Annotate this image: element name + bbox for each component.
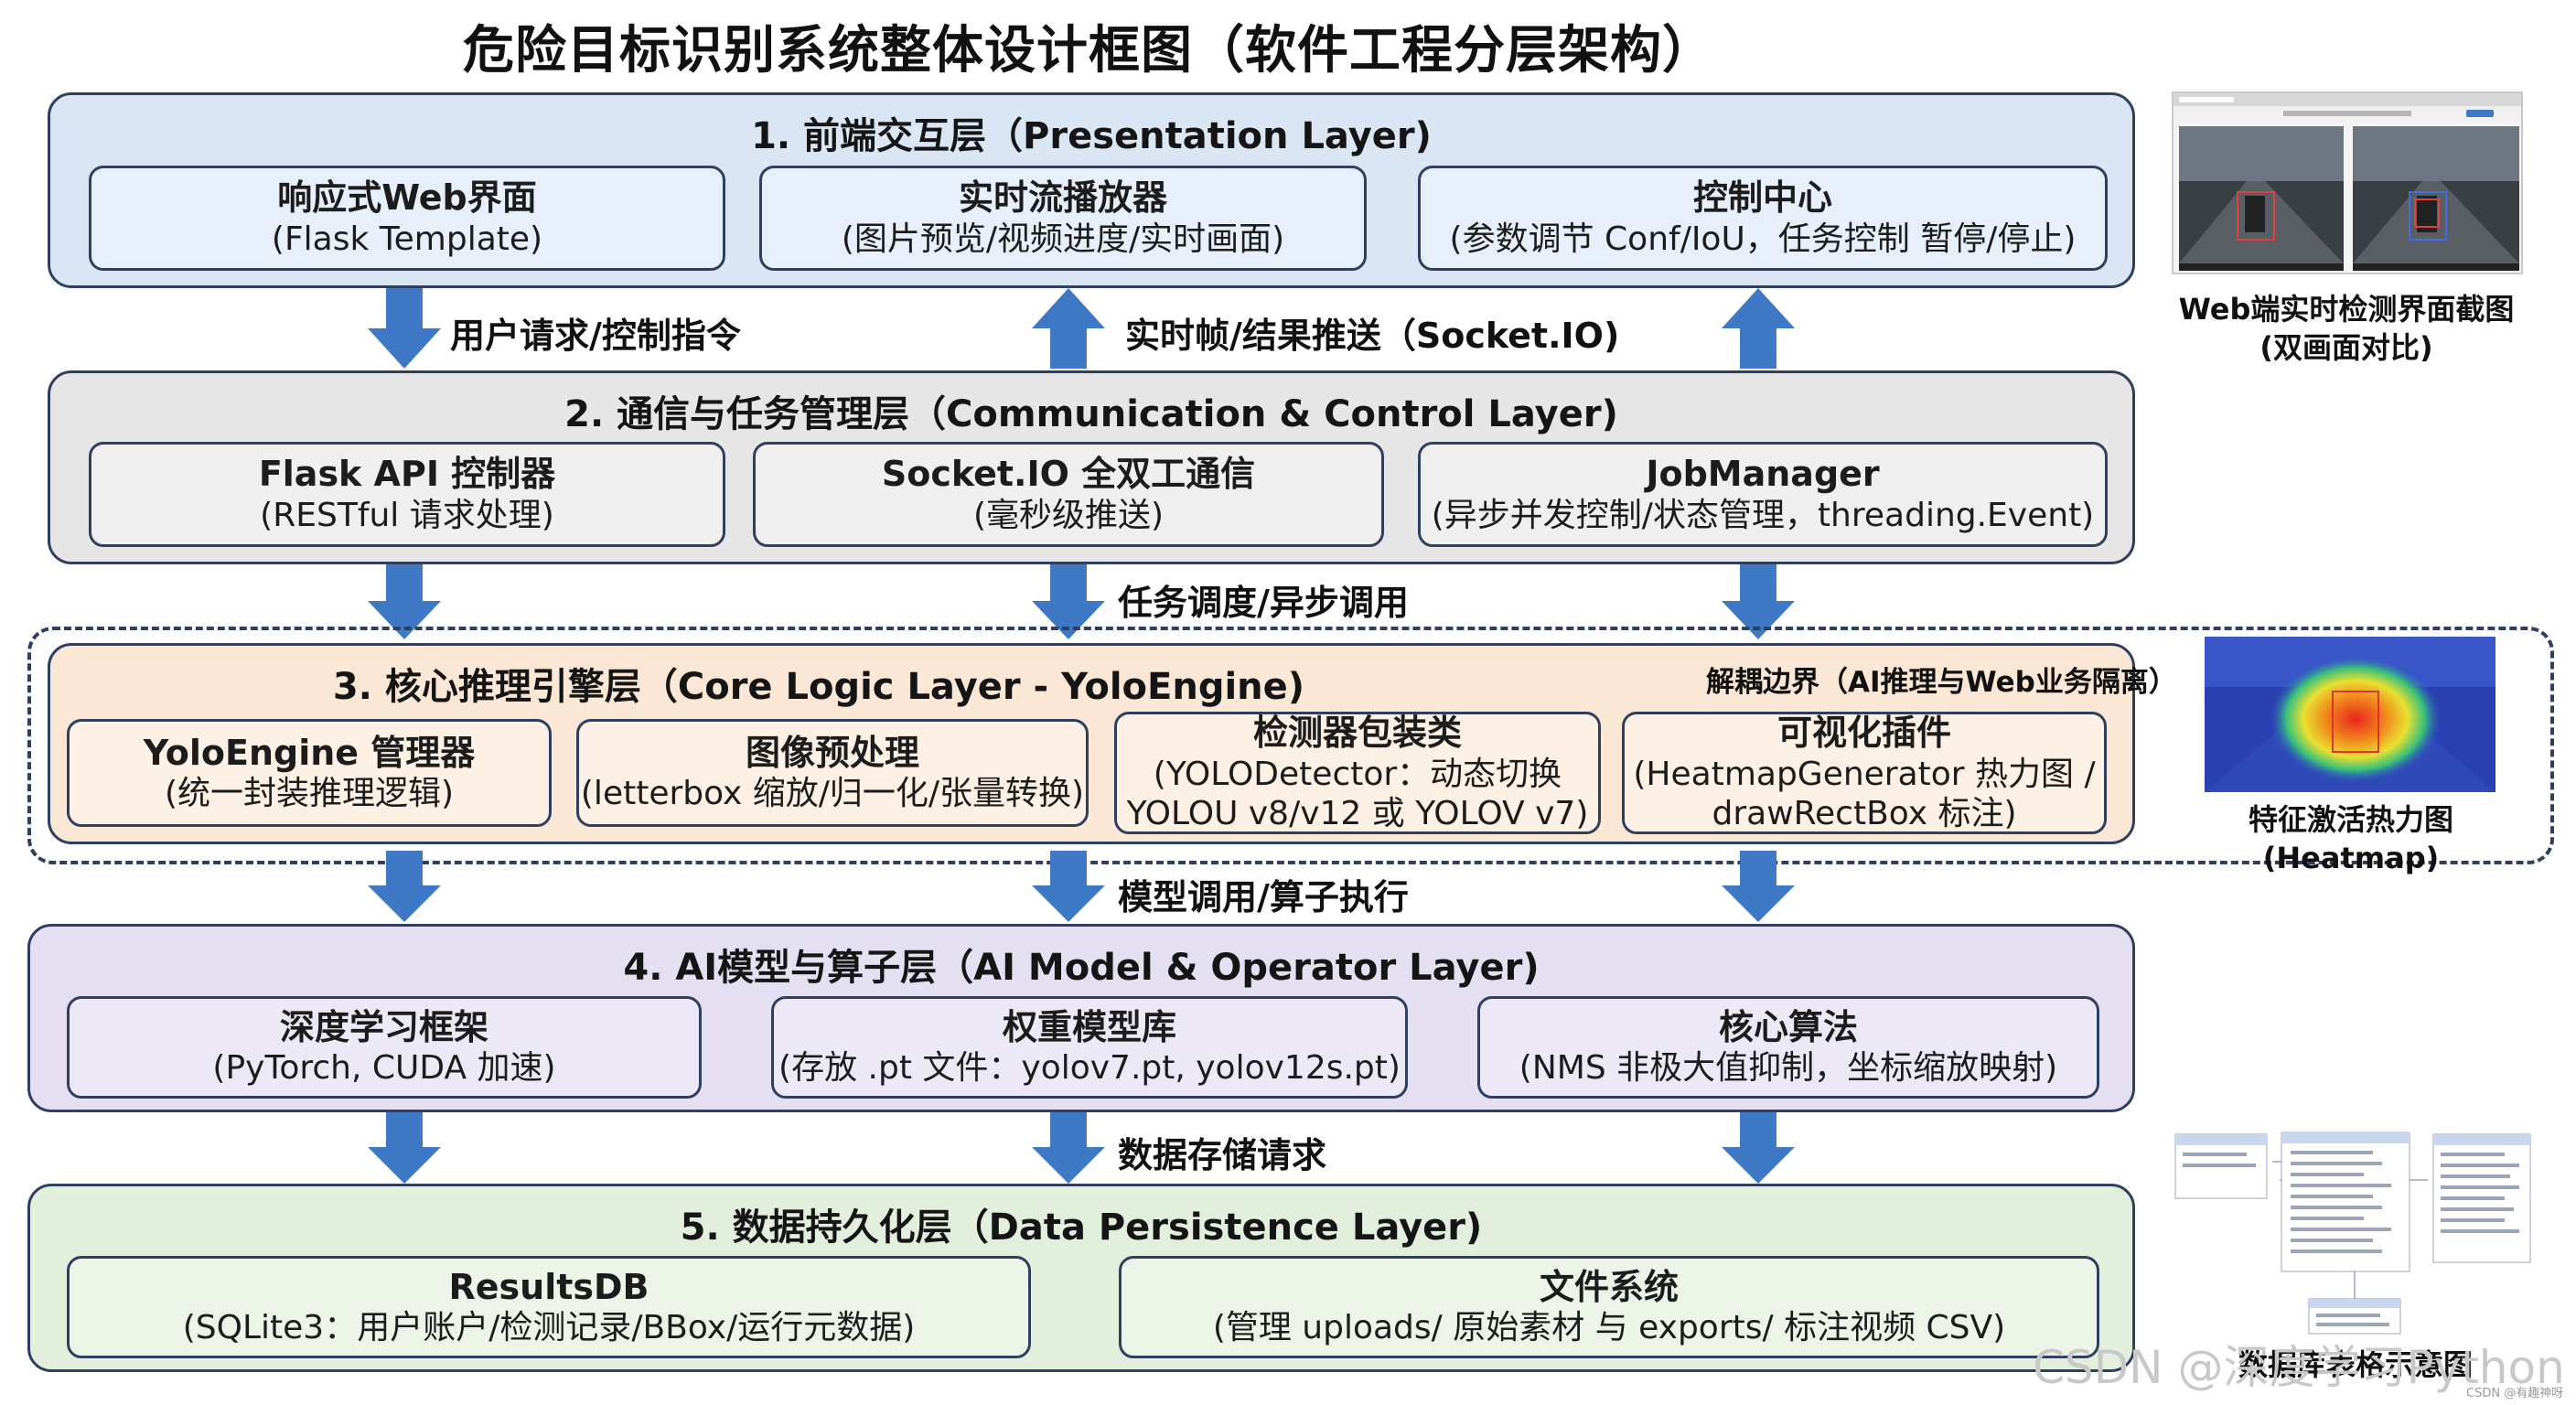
arrow-down-l4-l5-left — [366, 1112, 443, 1185]
box-subtitle: (图片预览/视频进度/实时画面) — [841, 220, 1285, 258]
box-yoloengine: YoloEngine 管理器 (统一封装推理逻辑) — [67, 719, 552, 827]
box-preprocessing: 图像预处理 (letterbox 缩放/归一化/张量转换) — [576, 719, 1089, 827]
caption-line-1: Web端实时检测界面截图 — [2178, 292, 2515, 327]
arrow-down-l3-l4-mid — [1030, 851, 1107, 924]
box-title: 权重模型库 — [1002, 1006, 1176, 1047]
box-resultsdb: ResultsDB (SQLite3：用户账户/检测记录/BBox/运行元数据) — [67, 1256, 1031, 1358]
layer-title: 2. 通信与任务管理层（Communication & Control Laye… — [564, 393, 1618, 435]
arrow-down-l1-l2-left — [366, 288, 443, 370]
box-stream-player: 实时流播放器 (图片预览/视频进度/实时画面) — [759, 166, 1367, 271]
box-title: 实时流播放器 — [958, 177, 1167, 219]
box-subtitle: (RESTful 请求处理) — [260, 496, 554, 534]
box-subtitle-2: YOLOU v8/v12 或 YOLOV v7) — [1126, 794, 1589, 832]
layer-presentation: 1. 前端交互层（Presentation Layer) 响应式Web界面 (F… — [48, 92, 2135, 288]
box-title: Flask API 控制器 — [258, 454, 556, 495]
arrow-down-l4-l5-mid — [1030, 1112, 1107, 1185]
box-subtitle: (存放 .pt 文件：yolov7.pt, yolov12s.pt) — [778, 1049, 1401, 1088]
box-title: 控制中心 — [1692, 177, 1832, 219]
db-schema-image — [2172, 1125, 2538, 1335]
arrow-label-user-request: 用户请求/控制指令 — [450, 316, 741, 356]
box-title: 文件系统 — [1539, 1266, 1679, 1307]
layer-title: 1. 前端交互层（Presentation Layer) — [751, 115, 1432, 157]
watermark-small: CSDN @有趣神呀 — [2466, 1387, 2564, 1400]
box-subtitle: (Flask Template) — [271, 220, 543, 258]
box-dl-framework: 深度学习框架 (PyTorch, CUDA 加速) — [67, 996, 702, 1099]
box-jobmanager: JobManager (异步并发控制/状态管理，threading.Event) — [1418, 442, 2108, 547]
box-subtitle: (异步并发控制/状态管理，threading.Event) — [1431, 496, 2095, 534]
caption-line-2: (Heatmap) — [2262, 840, 2440, 875]
caption-line-2: (双画面对比) — [2259, 329, 2433, 365]
box-flask-api: Flask API 控制器 (RESTful 请求处理) — [89, 442, 725, 547]
web-ui-screenshot — [2172, 91, 2523, 274]
box-subtitle: (SQLite3：用户账户/检测记录/BBox/运行元数据) — [182, 1309, 916, 1347]
heatmap-caption: 特征激活热力图 (Heatmap) — [2177, 801, 2525, 877]
layer-persistence: 5. 数据持久化层（Data Persistence Layer) Result… — [27, 1184, 2135, 1372]
arrow-label-realtime-push: 实时帧/结果推送（Socket.IO) — [1125, 316, 1620, 356]
arrow-down-l3-l4-left — [366, 851, 443, 924]
arrow-down-l2-l3-mid — [1030, 564, 1107, 641]
arrow-label-task-dispatch: 任务调度/异步调用 — [1118, 583, 1409, 623]
watermark: CSDN @深度学习Python — [2033, 1341, 2565, 1394]
box-subtitle: (参数调节 Conf/IoU，任务控制 暂停/停止) — [1449, 220, 2077, 258]
box-subtitle: (letterbox 缩放/归一化/张量转换) — [580, 775, 1085, 813]
db-schema-caption: 数据库表格示意图 — [2238, 1347, 2473, 1382]
decoupling-boundary — [27, 627, 2554, 864]
layer-core-logic: 3. 核心推理引擎层（Core Logic Layer - YoloEngine… — [48, 643, 2177, 844]
box-title: JobManager — [1646, 454, 1880, 495]
heatmap-image — [2205, 637, 2496, 792]
box-responsive-web: 响应式Web界面 (Flask Template) — [89, 166, 725, 271]
web-ui-caption: Web端实时检测界面截图 (双画面对比) — [2159, 291, 2534, 367]
box-visualization-plugin: 可视化插件 (HeatmapGenerator 热力图 / drawRectBo… — [1622, 712, 2107, 834]
box-core-algorithm: 核心算法 (NMS 非极大值抑制，坐标缩放映射) — [1477, 996, 2099, 1099]
box-socketio: Socket.IO 全双工通信 (毫秒级推送) — [753, 442, 1384, 547]
box-title: 响应式Web界面 — [277, 177, 537, 219]
box-weight-library: 权重模型库 (存放 .pt 文件：yolov7.pt, yolov12s.pt) — [771, 996, 1408, 1099]
arrow-down-l2-l3-left — [366, 564, 443, 641]
layer-title: 5. 数据持久化层（Data Persistence Layer) — [680, 1207, 1483, 1249]
box-control-center: 控制中心 (参数调节 Conf/IoU，任务控制 暂停/停止) — [1418, 166, 2108, 271]
box-subtitle: (NMS 非极大值抑制，坐标缩放映射) — [1519, 1049, 2058, 1088]
box-subtitle: (HeatmapGenerator 热力图 / — [1633, 755, 2096, 793]
box-subtitle: (YOLODetector：动态切换 — [1153, 755, 1562, 793]
arrow-down-l4-l5-right — [1720, 1112, 1797, 1185]
box-file-system: 文件系统 (管理 uploads/ 原始素材 与 exports/ 标注视频 C… — [1119, 1256, 2099, 1358]
decoupling-label: 解耦边界（AI推理与Web业务隔离） — [1706, 666, 2177, 699]
box-title: 检测器包装类 — [1252, 713, 1462, 754]
diagram-title: 危险目标识别系统整体设计框图（软件工程分层架构） — [463, 21, 1714, 80]
box-title: 核心算法 — [1718, 1006, 1858, 1047]
box-title: 可视化插件 — [1776, 713, 1951, 754]
arrow-down-l3-l4-right — [1720, 851, 1797, 924]
box-subtitle: (管理 uploads/ 原始素材 与 exports/ 标注视频 CSV) — [1212, 1309, 2006, 1347]
layer-title: 4. AI模型与算子层（AI Model & Operator Layer) — [623, 947, 1540, 989]
box-title: 深度学习框架 — [279, 1006, 488, 1047]
box-subtitle: (统一封装推理逻辑) — [164, 775, 455, 813]
arrow-down-l2-l3-right — [1720, 564, 1797, 641]
box-title: 图像预处理 — [745, 732, 919, 773]
box-title: ResultsDB — [448, 1266, 649, 1307]
layer-ai-model: 4. AI模型与算子层（AI Model & Operator Layer) 深… — [27, 924, 2135, 1112]
box-detector-wrapper: 检测器包装类 (YOLODetector：动态切换 YOLOU v8/v12 或… — [1114, 712, 1601, 834]
arrow-label-model-call: 模型调用/算子执行 — [1118, 877, 1409, 917]
box-subtitle-2: drawRectBox 标注) — [1712, 794, 2017, 832]
box-subtitle: (毫秒级推送) — [972, 496, 1165, 534]
arrow-up-l2-l1-mid — [1030, 288, 1107, 370]
box-subtitle: (PyTorch, CUDA 加速) — [212, 1049, 556, 1088]
arrow-label-data-storage: 数据存储请求 — [1118, 1135, 1327, 1175]
box-title: Socket.IO 全双工通信 — [881, 454, 1256, 495]
caption-line-1: 特征激活热力图 — [2248, 802, 2453, 837]
arrow-up-l2-l1-right — [1720, 288, 1797, 370]
box-title: YoloEngine 管理器 — [143, 732, 476, 773]
layer-communication: 2. 通信与任务管理层（Communication & Control Laye… — [48, 370, 2135, 564]
layer-title: 3. 核心推理引擎层（Core Logic Layer - YoloEngine… — [332, 666, 1305, 708]
